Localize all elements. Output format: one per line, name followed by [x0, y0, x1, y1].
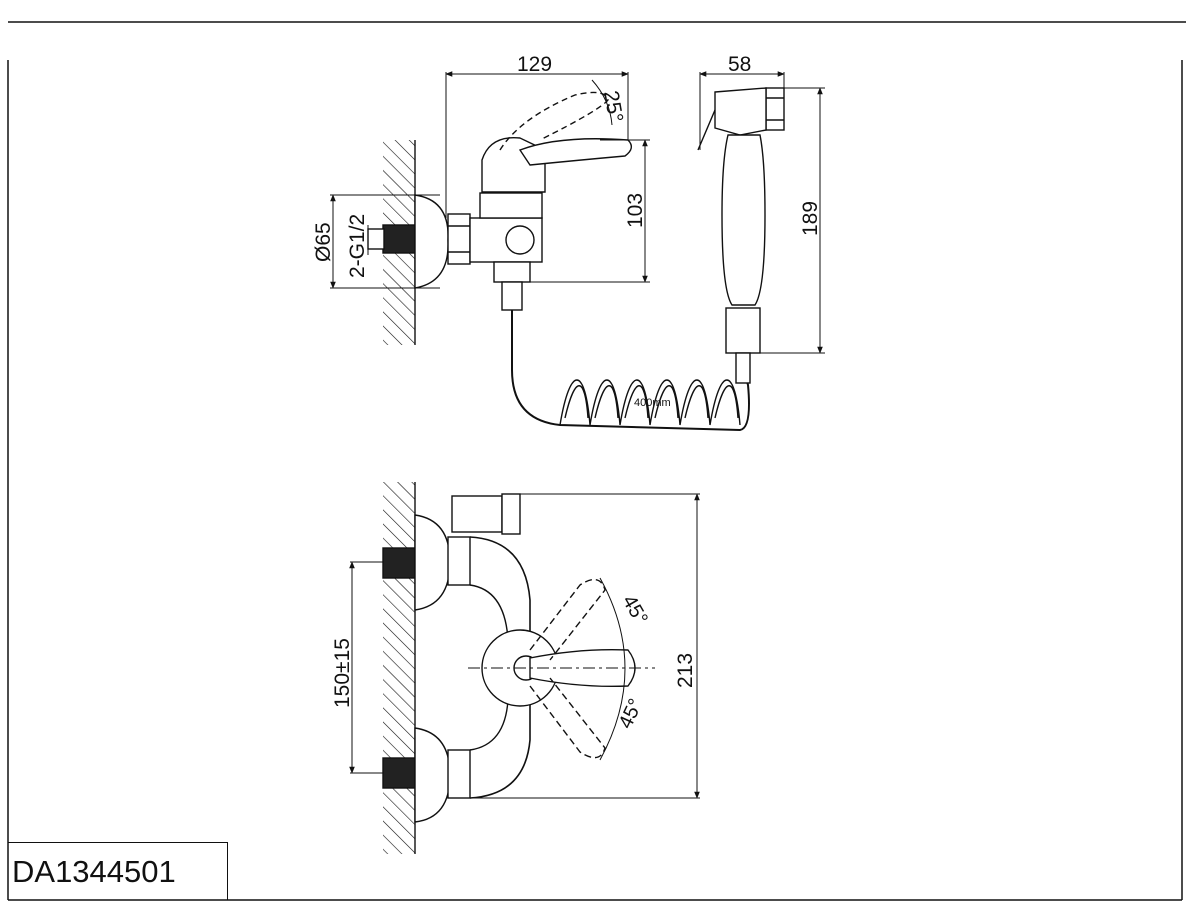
hose	[511, 310, 750, 432]
dim-label-189: 189	[799, 201, 822, 236]
product-code-box: DA1344501	[8, 842, 228, 900]
shower-dimensions	[699, 71, 825, 354]
dim-label-lever-angle: 25°	[599, 89, 627, 124]
side-dimension-labels: 129 25° 103 Ø65 2-G1/2 400mm	[312, 53, 671, 409]
flange-front-bottom	[414, 727, 451, 823]
dim-label-103: 103	[624, 193, 647, 228]
dim-label-150: 150±15	[331, 638, 354, 708]
front-dimensions	[349, 493, 700, 799]
thread-stub	[367, 228, 385, 250]
dim-label-flange-diameter: Ø65	[312, 222, 335, 262]
dim-label-angle-lower: 45°	[615, 695, 648, 732]
lever-side	[518, 138, 633, 166]
drawing-frame	[7, 21, 1186, 901]
outlet-fitting	[493, 261, 531, 283]
front-view	[382, 482, 655, 854]
flange-side	[414, 194, 449, 289]
dim-label-58: 58	[728, 53, 751, 76]
lever-front	[529, 648, 636, 688]
wall-hatch-front	[383, 482, 416, 854]
lever-raised-dashed	[499, 91, 609, 151]
wall-insert-top	[382, 547, 416, 579]
wall-insert-bottom	[382, 757, 416, 789]
shower-head	[697, 87, 785, 384]
dim-label-129: 129	[517, 53, 552, 76]
flange-front-top	[414, 514, 451, 611]
dim-label-thread: 2-G1/2	[346, 214, 369, 278]
dim-label-213: 213	[674, 653, 697, 688]
wall-thread-insert	[382, 224, 416, 254]
hose-coils	[559, 379, 741, 426]
side-view	[330, 71, 750, 432]
shower-dimension-labels: 58 189	[728, 53, 822, 236]
nut-side	[447, 213, 471, 265]
side-dimensions	[330, 71, 650, 289]
product-code: DA1344501	[12, 853, 176, 889]
dim-label-angle-upper: 45°	[618, 592, 652, 629]
dim-label-hose-length: 400mm	[634, 397, 671, 409]
top-outlet	[451, 495, 503, 533]
